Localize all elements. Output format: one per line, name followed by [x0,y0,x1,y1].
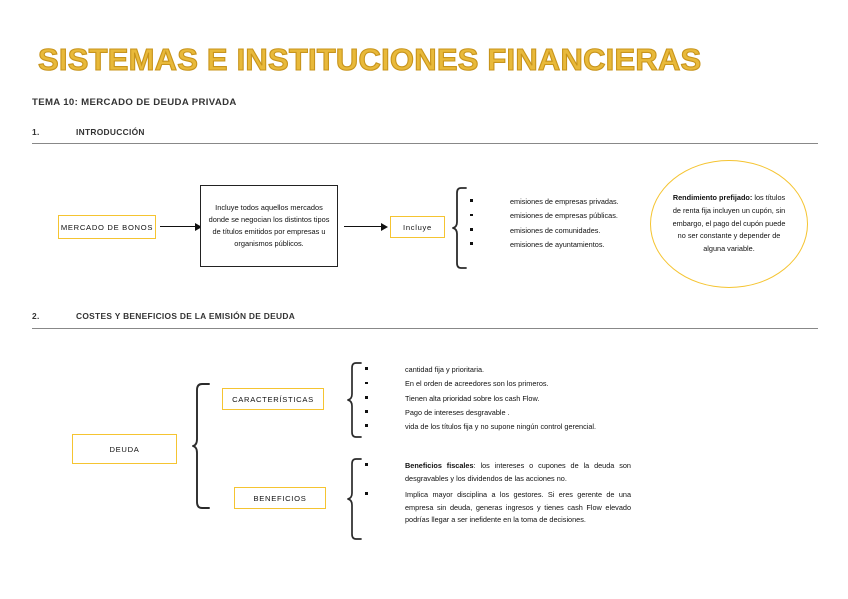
brace-incluye-items [452,186,468,270]
list-item: emisiones de empresas privadas. [470,196,640,207]
section-title-2: COSTES Y BENEFICIOS DE LA EMISIÓN DE DEU… [76,311,296,321]
list-caracteristicas: cantidad fija y prioritaria. En el orden… [365,364,615,435]
list-item: Implica mayor disciplina a los gestores.… [365,489,631,527]
box-definicion-mercado-bonos: Incluye todos aquellos mercados donde se… [200,185,338,267]
list-item: Pago de intereses desgravable . [365,407,615,418]
list-emisiones: emisiones de empresas privadas. emisione… [470,196,640,253]
benefit-lead-0: Beneficios fiscales [405,461,474,470]
document-subtitle: TEMA 10: MERCADO DE DEUDA PRIVADA [32,97,237,108]
list-item: emisiones de comunidades. [470,225,640,236]
callout-text: Rendimiento prefijado: los títulos de re… [651,192,807,257]
list-item: Tienen alta prioridad sobre los cash Flo… [365,393,615,404]
arrow-right-1 [160,222,202,231]
section-heading-1: 1. INTRODUCCIÓN [32,127,145,137]
brace-caracteristicas-items [347,361,363,439]
benefit-body-0: : los intereses o cupones de la deuda so… [405,461,631,483]
list-item: En el orden de acreedores son los primer… [365,378,615,389]
box-caracteristicas[interactable]: CARACTERÍSTICAS [222,388,324,410]
box-incluye[interactable]: Incluye [390,216,445,238]
benefit-body-1: Implica mayor disciplina a los gestores.… [405,490,631,525]
section-divider-1 [32,143,818,144]
list-item: emisiones de ayuntamientos. [470,239,640,250]
callout-body: los títulos de renta fija incluyen un cu… [672,192,786,254]
brace-beneficios-items [347,457,363,541]
list-item: emisiones de empresas públicas. [470,210,640,221]
list-item: vida de los títulos fija y no supone nin… [365,421,615,432]
section-heading-2: 2. COSTES Y BENEFICIOS DE LA EMISIÓN DE D… [32,311,295,321]
brace-deuda-branches [192,382,212,510]
list-item: Beneficios fiscales: los intereses o cup… [365,460,631,485]
callout-rendimiento-prefijado: Rendimiento prefijado: los títulos de re… [650,160,808,288]
box-mercado-de-bonos[interactable]: MERCADO DE BONOS [58,215,156,239]
list-item: cantidad fija y prioritaria. [365,364,615,375]
arrow-right-2 [344,222,388,231]
section-number-1: 1. [32,127,40,137]
box-beneficios[interactable]: BENEFICIOS [234,487,326,509]
page-title: SISTEMAS E INSTITUCIONES FINANCIERAS [37,41,702,77]
section-title-1: INTRODUCCIÓN [76,127,145,137]
callout-lead: Rendimiento prefijado: [672,192,753,202]
list-beneficios: Beneficios fiscales: los intereses o cup… [365,460,631,531]
section-divider-2 [32,328,818,329]
box-deuda[interactable]: DEUDA [72,434,177,464]
section-number-2: 2. [32,311,40,321]
